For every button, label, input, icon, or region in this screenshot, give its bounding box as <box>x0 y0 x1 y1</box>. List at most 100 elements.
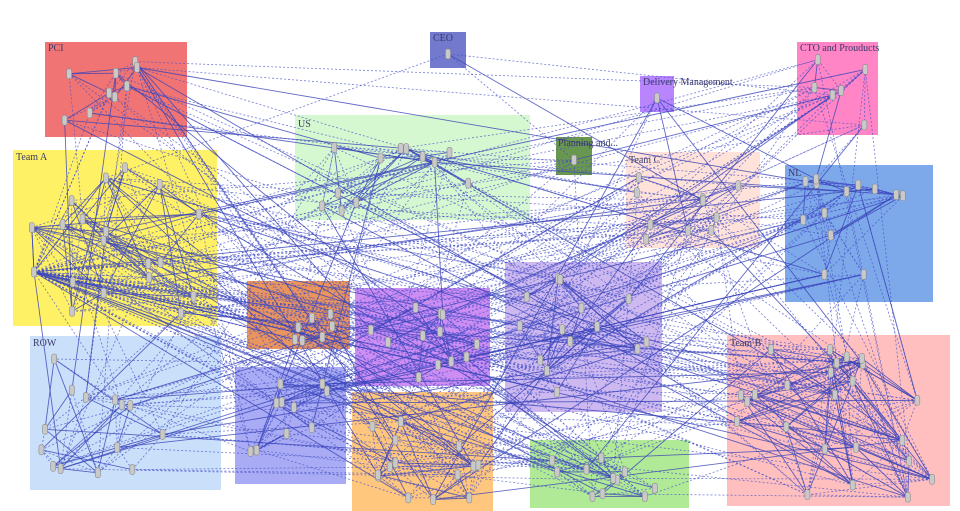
network-node[interactable] <box>51 353 58 365</box>
network-node[interactable] <box>872 183 878 195</box>
network-node[interactable] <box>86 107 93 119</box>
network-node[interactable] <box>405 492 412 504</box>
network-node[interactable] <box>83 392 89 403</box>
network-node[interactable] <box>42 423 48 435</box>
network-node[interactable] <box>862 64 869 75</box>
network-node[interactable] <box>821 207 828 219</box>
network-node[interactable] <box>68 195 75 206</box>
network-node[interactable] <box>448 356 455 367</box>
network-node[interactable] <box>537 354 544 366</box>
network-node[interactable] <box>277 378 284 390</box>
network-node[interactable] <box>700 195 706 206</box>
network-node[interactable] <box>744 396 751 407</box>
network-node[interactable] <box>386 461 393 473</box>
network-node[interactable] <box>900 190 906 201</box>
network-node[interactable] <box>324 385 330 397</box>
network-node[interactable] <box>814 54 821 65</box>
network-node[interactable] <box>397 416 404 427</box>
network-node[interactable] <box>838 85 845 96</box>
network-node[interactable] <box>827 229 834 241</box>
network-node[interactable] <box>95 467 101 479</box>
network-node[interactable] <box>437 326 443 338</box>
network-node[interactable] <box>685 225 691 236</box>
network-node[interactable] <box>647 219 654 230</box>
network-node[interactable] <box>559 324 566 335</box>
network-node[interactable] <box>278 396 285 408</box>
network-node[interactable] <box>832 389 838 401</box>
network-node[interactable] <box>392 434 399 446</box>
network-node[interactable] <box>430 494 437 505</box>
network-node[interactable] <box>61 114 68 126</box>
network-node[interactable] <box>283 428 290 439</box>
network-node[interactable] <box>571 154 577 166</box>
network-node[interactable] <box>156 179 163 190</box>
network-node[interactable] <box>855 179 862 191</box>
network-node[interactable] <box>849 375 856 387</box>
network-node[interactable] <box>804 489 811 500</box>
network-node[interactable] <box>610 472 617 484</box>
network-node[interactable] <box>331 142 338 153</box>
network-node[interactable] <box>784 379 791 391</box>
network-node[interactable] <box>309 312 315 324</box>
network-node[interactable] <box>849 479 856 491</box>
network-node[interactable] <box>327 308 334 320</box>
network-node[interactable] <box>456 440 462 452</box>
network-node[interactable] <box>843 186 850 197</box>
network-node[interactable] <box>431 157 438 168</box>
network-node[interactable] <box>783 421 790 433</box>
network-node[interactable] <box>634 343 641 355</box>
network-node[interactable] <box>549 455 555 466</box>
network-node[interactable] <box>589 491 596 502</box>
network-node[interactable] <box>112 394 118 406</box>
network-node[interactable] <box>100 287 107 299</box>
network-node[interactable] <box>843 351 850 363</box>
network-node[interactable] <box>31 266 37 278</box>
network-node[interactable] <box>621 466 628 478</box>
network-node[interactable] <box>906 455 913 467</box>
network-node[interactable] <box>419 151 426 162</box>
network-node[interactable] <box>708 225 715 236</box>
network-node[interactable] <box>106 87 112 99</box>
network-node[interactable] <box>127 400 134 411</box>
network-node[interactable] <box>295 321 302 333</box>
network-node[interactable] <box>929 473 935 485</box>
network-node[interactable] <box>247 446 254 457</box>
network-node[interactable] <box>454 469 461 481</box>
network-node[interactable] <box>583 464 590 475</box>
network-node[interactable] <box>122 162 128 173</box>
network-node[interactable] <box>734 416 740 427</box>
network-node[interactable] <box>625 293 632 305</box>
network-node[interactable] <box>385 336 391 348</box>
network-node[interactable] <box>802 176 809 187</box>
network-node[interactable] <box>828 366 834 378</box>
network-node[interactable] <box>768 344 774 355</box>
network-node[interactable] <box>113 67 119 79</box>
network-node[interactable] <box>463 351 470 363</box>
network-node[interactable] <box>59 219 66 230</box>
network-node[interactable] <box>419 330 426 342</box>
network-node[interactable] <box>833 357 840 369</box>
network-node[interactable] <box>643 234 650 245</box>
network-node[interactable] <box>308 422 315 434</box>
network-node[interactable] <box>375 469 381 481</box>
network-node[interactable] <box>860 269 867 280</box>
network-node[interactable] <box>475 459 482 471</box>
network-node[interactable] <box>377 152 384 164</box>
network-node[interactable] <box>114 442 120 453</box>
network-node[interactable] <box>557 274 564 285</box>
network-node[interactable] <box>28 222 35 233</box>
network-node[interactable] <box>599 488 606 500</box>
network-node[interactable] <box>69 305 75 317</box>
network-node[interactable] <box>567 335 573 347</box>
network-node[interactable] <box>893 189 900 200</box>
network-node[interactable] <box>904 491 911 503</box>
network-node[interactable] <box>292 334 298 345</box>
network-node[interactable] <box>50 460 57 472</box>
network-node[interactable] <box>578 302 585 314</box>
network-node[interactable] <box>752 389 758 400</box>
network-node[interactable] <box>38 444 45 456</box>
network-node[interactable] <box>412 302 419 314</box>
network-node[interactable] <box>813 173 819 185</box>
network-node[interactable] <box>353 197 360 208</box>
network-node[interactable] <box>554 466 561 478</box>
